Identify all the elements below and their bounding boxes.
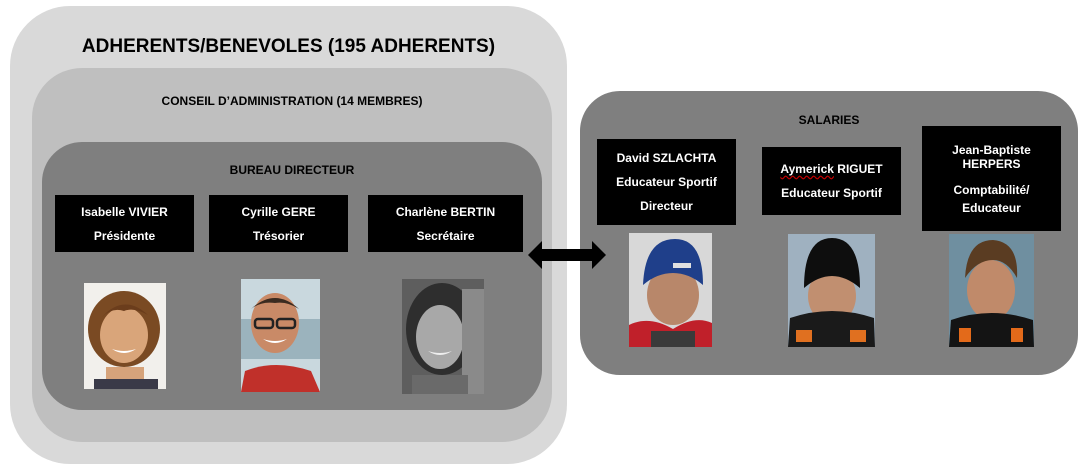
member-name: Charlène BERTIN <box>395 204 496 219</box>
card-aymerick-riguet: Aymerick RIGUET Educateur Sportif <box>762 147 901 215</box>
card-secretaire: Charlène BERTIN Secrétaire <box>368 195 523 252</box>
photo-charlene-bertin <box>402 279 484 394</box>
photo-isabelle-vivier <box>84 283 166 389</box>
photo-jean-baptiste-herpers <box>949 234 1034 347</box>
member-role: Educateur Sportif <box>616 175 717 189</box>
card-jean-baptiste-herpers: Jean-Baptiste HERPERS Comptabilité/ Educ… <box>922 126 1061 231</box>
member-role-line1: Comptabilité/ <box>953 182 1030 197</box>
card-tresorier: Cyrille GERE Trésorier <box>209 195 348 252</box>
photo-aymerick-riguet <box>788 234 875 347</box>
member-role-secondary: Directeur <box>640 199 693 213</box>
member-name: Isabelle VIVIER <box>81 204 168 219</box>
member-name-last: RIGUET <box>833 162 883 176</box>
member-name: Aymerick RIGUET <box>768 162 895 176</box>
card-president: Isabelle VIVIER Présidente <box>55 195 194 252</box>
member-name-line1: Jean-Baptiste <box>952 142 1031 157</box>
member-name-line2: HERPERS <box>962 156 1021 171</box>
member-name: David SZLACHTA <box>616 151 717 165</box>
member-role: Educateur Sportif <box>781 186 882 200</box>
member-role-line2: Educateur <box>962 200 1021 215</box>
member-name: Cyrille GERE <box>241 204 316 219</box>
member-role: Trésorier <box>252 228 305 243</box>
salaries-title: SALARIES <box>798 113 860 127</box>
conseil-title: CONSEIL D’ADMINISTRATION (14 MEMBRES) <box>161 94 423 108</box>
adherents-title: ADHERENTS/BENEVOLES (195 ADHERENTS) <box>81 36 496 57</box>
member-name-first: Aymerick <box>780 162 834 176</box>
member-role: Présidente <box>93 228 156 243</box>
photo-cyrille-gere <box>241 279 320 392</box>
double-arrow-icon <box>528 241 606 269</box>
photo-david-szlachta <box>629 233 712 347</box>
card-david-szlachta: David SZLACHTA Educateur Sportif Directe… <box>597 139 736 225</box>
bureau-title: BUREAU DIRECTEUR <box>229 163 355 177</box>
member-role: Secrétaire <box>416 228 475 243</box>
